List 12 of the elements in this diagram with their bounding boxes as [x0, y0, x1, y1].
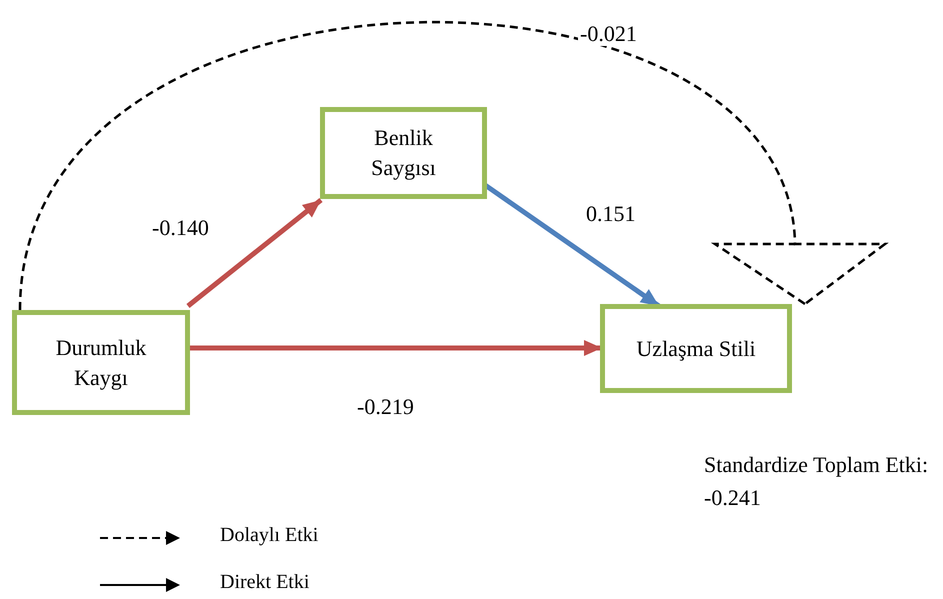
legend-text: Direkt Etki: [220, 571, 310, 594]
arrow: [190, 340, 602, 356]
variable-box: [600, 304, 792, 393]
variable-name: Durumluk Kaygı: [54, 334, 148, 392]
variable-name: Benlik Saygısı: [370, 124, 437, 182]
variable-box: [320, 107, 487, 199]
variable-name: Uzlaşma Stili: [636, 334, 756, 363]
note-text: Standardize Toplam Etki: -0.241: [704, 451, 930, 512]
arrow: [186, 198, 323, 308]
variable-box: [12, 310, 190, 415]
legend-text: Dolaylı Etki: [220, 524, 318, 547]
dashed-curved-arrow: [18, 22, 886, 310]
